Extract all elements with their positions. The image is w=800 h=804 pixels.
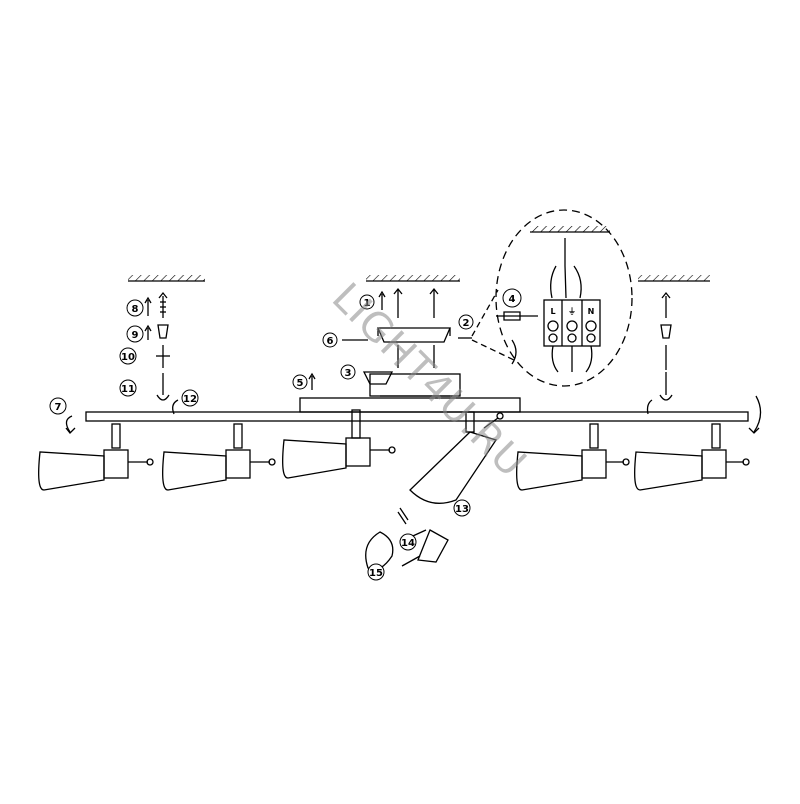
ceiling-left [128,275,205,282]
spotlight-2 [162,423,276,491]
step-label-11: 11 [119,379,137,397]
svg-text:11: 11 [121,384,135,395]
wiring-callout [471,209,633,387]
center-mounting-assembly [342,287,472,397]
svg-text:5: 5 [297,378,304,389]
ceiling-right [638,275,710,282]
svg-text:9: 9 [132,330,139,341]
step-arrows [144,290,386,390]
svg-text:8: 8 [132,304,139,315]
svg-text:14: 14 [401,538,415,549]
step-label-10: 10 [119,347,137,365]
ceiling-center [366,275,460,282]
rotation-arrows [65,395,762,434]
step-label-14: 14 [399,533,417,551]
step-label-4: 4 [502,288,522,308]
step-label-7: 7 [49,397,67,415]
svg-text:15: 15 [369,568,383,579]
svg-text:1: 1 [364,298,371,309]
step-label-9: 9 [126,325,144,343]
step-label-15: 15 [367,563,385,581]
step-label-3: 3 [340,364,356,380]
step-label-13: 13 [453,499,471,517]
terminal-label-neutral: N [588,307,595,316]
spotlight-6 [634,423,750,491]
spotlight-4-tilted [409,411,504,504]
spotlight-1 [38,423,154,491]
terminal-label-ground: ⏚ [568,307,576,316]
spotlight-3 [282,409,396,479]
right-hardware-stack [659,291,673,401]
step-label-5: 5 [292,374,308,390]
svg-text:2: 2 [463,318,470,329]
terminal-label-live: L [550,307,555,316]
main-bar [85,397,749,422]
svg-text:6: 6 [327,336,334,347]
left-hardware-stack [156,291,170,401]
svg-text:7: 7 [55,402,62,413]
step-labels: 1 2 3 4 5 6 7 8 9 10 11 12 13 14 15 [49,288,522,581]
step-label-6: 6 [322,332,338,348]
spotlight-5 [516,423,630,491]
step-label-8: 8 [126,299,144,317]
svg-text:10: 10 [121,352,135,363]
step-label-1: 1 [359,294,375,310]
svg-text:3: 3 [345,368,352,379]
svg-text:13: 13 [455,504,469,515]
watermark-text: LIGHT4U.RU [323,275,535,487]
step-label-12: 12 [181,389,199,407]
terminal-labels: L ⏚ N [550,307,594,316]
step-label-2: 2 [458,314,474,330]
svg-text:4: 4 [509,294,516,305]
svg-text:12: 12 [183,394,197,405]
